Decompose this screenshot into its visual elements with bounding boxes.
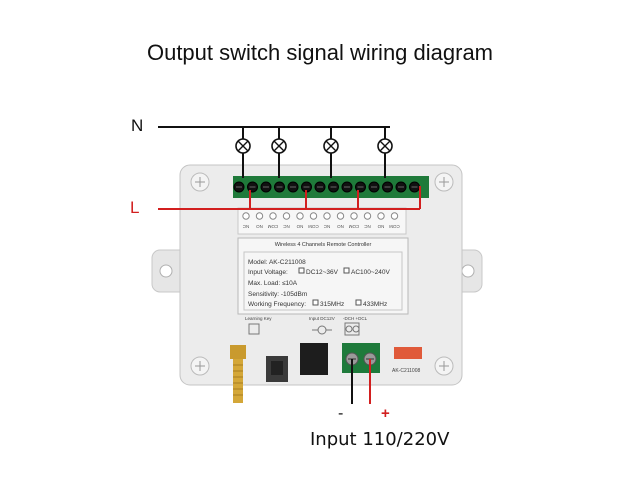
terminal-hole-icon [255, 212, 264, 220]
led-component [394, 347, 422, 359]
terminal-label: NC [364, 224, 371, 229]
terminal-hole-icon [242, 212, 250, 220]
terminal-hole-icon [269, 212, 277, 220]
terminal-label: COM [308, 224, 319, 229]
terminal-hole-icon [309, 212, 318, 220]
board-code: AK-C211008 [392, 368, 420, 374]
antenna-connector [230, 345, 246, 403]
checkbox-dc [298, 267, 305, 274]
terminal-screw-icon [274, 181, 285, 193]
terminal-label-strip [237, 207, 407, 235]
lamp-icon [377, 127, 393, 178]
terminal-hole-icon [282, 212, 291, 220]
lamp-icon [271, 127, 287, 178]
input-dc-label: Input DC12V [309, 316, 335, 321]
diagram-title: Output switch signal wiring diagram [146, 40, 494, 65]
terminal-screw-icon [341, 181, 353, 193]
terminal-label: NO [256, 224, 263, 229]
checkbox-315 [312, 299, 319, 306]
terminal-hole-icon [336, 212, 345, 220]
terminal-screw-icon [260, 181, 272, 193]
terminal-screw-icon [287, 181, 299, 193]
terminal-screw-icon [233, 181, 245, 193]
dc-jack [300, 343, 328, 375]
mounting-hole-left [159, 264, 173, 278]
terminal-hole-icon [323, 212, 331, 220]
terminal-screw-icon [395, 181, 407, 193]
terminal-screw-icon [409, 181, 420, 193]
terminal-hole-icon [350, 212, 358, 220]
terminal-screw-icon [382, 181, 393, 193]
screw-icon [434, 172, 454, 192]
live-wire [158, 186, 421, 210]
lamp-icon [323, 127, 339, 178]
terminal-label: NO [337, 224, 344, 229]
power-terminal-icon [344, 322, 360, 336]
mounting-hole-right [461, 264, 475, 278]
terminal-label: COM [268, 224, 279, 229]
live-label: L [130, 198, 140, 217]
checkbox-433 [355, 299, 362, 306]
screw-icon [190, 172, 210, 192]
spec-model: Model: AK-C211008 [248, 259, 306, 266]
spec-max-load: Max. Load: ≤10A [248, 280, 298, 287]
terminal-label: COM [389, 224, 400, 229]
minus-label: - [338, 405, 344, 422]
lamp-icon [235, 127, 251, 178]
terminal-screw-icon [368, 181, 380, 193]
plus-label: + [381, 405, 390, 422]
spec-input-voltage: Input Voltage: [248, 269, 288, 276]
terminal-label: NC [242, 224, 249, 229]
terminal-label: NC [323, 224, 330, 229]
checkbox-ac [343, 267, 350, 274]
terminal-screw-icon [247, 181, 258, 193]
spec-table [243, 251, 403, 311]
terminal-label: COM [349, 224, 360, 229]
screw-icon [434, 356, 454, 376]
terminal-hole-icon [390, 212, 399, 220]
input-voltage-caption: Input 110/220V [310, 429, 450, 450]
spec-opt-dc: DC12~36V [306, 269, 339, 276]
terminal-hole-icon [377, 212, 385, 220]
dch-label: -DCH +DCL [343, 316, 368, 321]
terminal-screw-icon [314, 181, 326, 193]
terminal-hole-icon [296, 212, 304, 220]
neutral-label: N [131, 116, 144, 135]
spec-freq2: 433MHz [363, 301, 387, 308]
terminal-hole-icon [363, 212, 372, 220]
terminal-label: NO [296, 224, 303, 229]
spec-opt-ac: AC100~240V [351, 269, 391, 276]
learning-key-icon [248, 323, 260, 335]
terminal-screw-icon [355, 181, 366, 193]
spec-sensitivity: Sensitivity: -105dBm [248, 291, 307, 298]
panel-title: Wireless 4 Channels Remote Controller [275, 242, 372, 248]
terminal-screw-icon [328, 181, 339, 193]
terminal-label: NC [283, 224, 290, 229]
spec-freq1: 315MHz [320, 301, 344, 308]
learning-key-cap [271, 361, 283, 375]
learning-key-label: Learning Key [245, 316, 272, 321]
dc-plug-icon [312, 325, 332, 335]
terminal-label: NO [377, 224, 384, 229]
screw-icon [190, 356, 210, 376]
spec-panel [237, 237, 409, 315]
spec-frequency: Working Frequency: [248, 301, 306, 308]
